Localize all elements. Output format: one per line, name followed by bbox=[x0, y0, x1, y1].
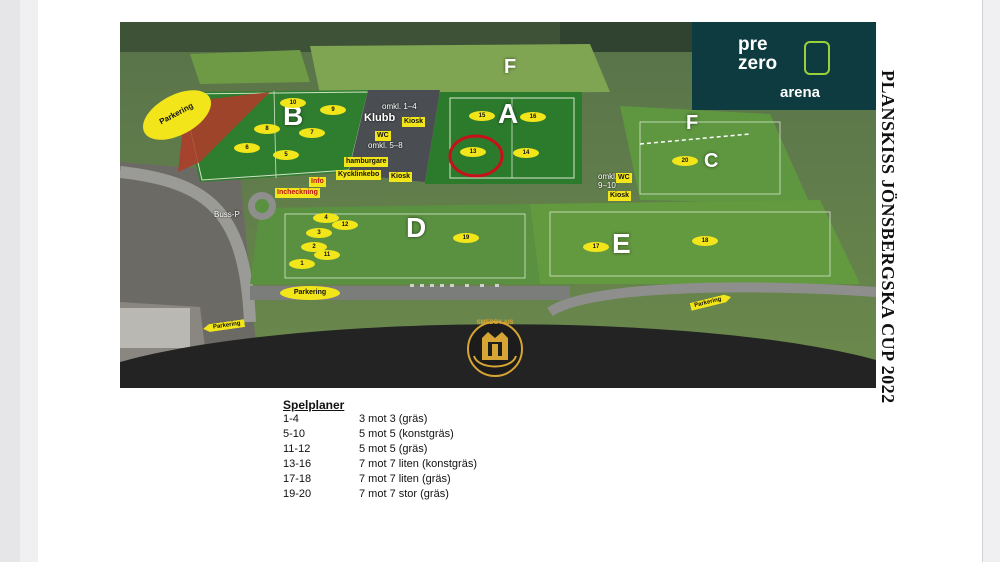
label-omkl-1-4: omkl. 1–4 bbox=[382, 102, 417, 111]
label-omkl-9-10-b: 9–10 bbox=[598, 181, 616, 190]
legend-desc: 5 mot 5 (gräs) bbox=[359, 443, 428, 455]
legend-desc: 7 mot 7 stor (gräs) bbox=[359, 488, 449, 500]
legend-range: 11-12 bbox=[283, 443, 311, 455]
label-kiosk-b: Kiosk bbox=[389, 172, 413, 182]
pitch-marker: 14 bbox=[513, 148, 539, 158]
logo-accent-shape bbox=[804, 41, 830, 75]
label-kycklinkebo: Kycklinkebo bbox=[336, 170, 382, 180]
zone-label-f-top: F bbox=[504, 56, 517, 78]
logo-zero: zero bbox=[738, 53, 778, 74]
parking-mid: Parkering bbox=[280, 286, 340, 300]
label-kiosk-a: Kiosk bbox=[402, 117, 426, 127]
zone-label-c: C bbox=[704, 150, 719, 172]
legend-row: 13-16 7 mot 7 liten (konstgräs) bbox=[283, 458, 477, 473]
label-incheckning: Incheckning bbox=[275, 188, 320, 198]
legend-desc: 7 mot 7 liten (konstgräs) bbox=[359, 458, 477, 470]
club-crest-text: SMEDBY AIS bbox=[476, 320, 514, 326]
pitch-marker: 8 bbox=[254, 124, 280, 134]
zone-label-e: E bbox=[612, 228, 631, 259]
legend-range: 19-20 bbox=[283, 488, 312, 500]
pitch-legend: Spelplaner 1-4 3 mot 3 (gräs) 5-10 5 mot 5… bbox=[283, 398, 477, 503]
legend-desc: 5 mot 5 (konstgräs) bbox=[359, 428, 454, 440]
pitch-marker: 17 bbox=[583, 242, 609, 252]
legend-row: 5-10 5 mot 5 (konstgräs) bbox=[283, 428, 454, 443]
label-buss-p: Buss-P bbox=[214, 210, 240, 219]
logo-arena: arena bbox=[780, 84, 821, 101]
page-edge-left bbox=[20, 0, 39, 562]
pitch-marker: 13 bbox=[460, 147, 486, 157]
legend-row: 19-20 7 mot 7 stor (gräs) bbox=[283, 488, 449, 503]
pitch-marker: 2 bbox=[301, 242, 327, 252]
legend-desc: 3 mot 3 (gräs) bbox=[359, 413, 428, 425]
pitch-marker: 15 bbox=[469, 111, 495, 121]
pitch-marker: 1 bbox=[289, 259, 315, 269]
label-omkl-9-10-a: omkl. bbox=[598, 172, 618, 181]
legend-row: 17-18 7 mot 7 liten (gräs) bbox=[283, 473, 451, 488]
legend-range: 13-16 bbox=[283, 458, 312, 470]
club-crest bbox=[467, 321, 523, 377]
legend-desc: 7 mot 7 liten (gräs) bbox=[359, 473, 451, 485]
pitch-marker: 19 bbox=[453, 233, 479, 243]
pitch-marker: 10 bbox=[280, 98, 306, 108]
logo-pre: pre bbox=[738, 34, 768, 55]
zone-label-a: A bbox=[498, 98, 519, 129]
label-omkl-5-8: omkl. 5–8 bbox=[368, 141, 403, 150]
page-edge-right bbox=[982, 0, 1000, 562]
label-wc-c: WC bbox=[616, 173, 632, 183]
label-klubb: Klubb bbox=[364, 112, 396, 124]
legend-range: 1-4 bbox=[283, 413, 299, 425]
pitch-marker: 20 bbox=[672, 156, 698, 166]
zone-label-d: D bbox=[406, 212, 427, 243]
vertical-title-container: PLANSKISS JÖNSBERGSKA CUP 2022 bbox=[876, 70, 900, 490]
pitch-marker: 9 bbox=[320, 105, 346, 115]
pitch-marker: 11 bbox=[314, 250, 340, 260]
legend-row: 11-12 5 mot 5 (gräs) bbox=[283, 443, 427, 458]
pitch-marker: 5 bbox=[273, 150, 299, 160]
label-kiosk-c: Kiosk bbox=[608, 191, 632, 201]
parking-mid-label: Parkering bbox=[293, 289, 327, 296]
legend-range: 17-18 bbox=[283, 473, 312, 485]
zone-label-f-right: F bbox=[686, 112, 699, 134]
legend-row: 1-4 3 mot 3 (gräs) bbox=[283, 413, 427, 428]
pitch-marker: 6 bbox=[234, 143, 260, 153]
pitch-marker: 18 bbox=[692, 236, 718, 246]
pitch-marker: 4 bbox=[313, 213, 339, 223]
prezero-arena-logo: pre zero arena bbox=[692, 22, 876, 110]
label-hamburgare: hamburgare bbox=[344, 157, 389, 167]
pitch-marker: 7 bbox=[299, 128, 325, 138]
pitch-marker: 16 bbox=[520, 112, 546, 122]
legend-heading: Spelplaner bbox=[283, 398, 345, 412]
highlight-circle bbox=[448, 134, 504, 178]
label-wc-a: WC bbox=[375, 131, 391, 141]
pitch-marker: 12 bbox=[332, 220, 358, 230]
label-info: Info bbox=[309, 177, 326, 187]
pitch-marker: 3 bbox=[306, 228, 332, 238]
legend-range: 5-10 bbox=[283, 428, 306, 440]
page-title: PLANSKISS JÖNSBERGSKA CUP 2022 bbox=[878, 70, 898, 404]
